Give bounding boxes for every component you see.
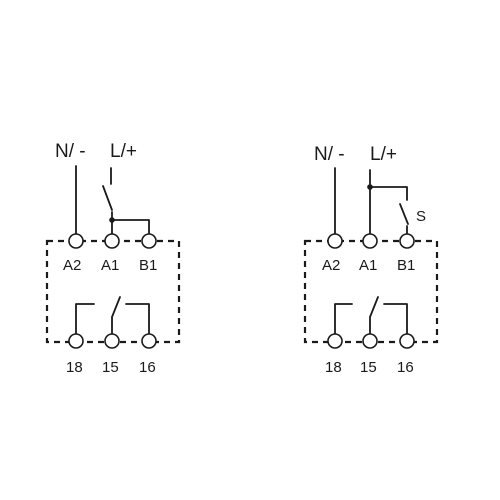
terminal-15-left <box>104 333 120 349</box>
control-switch-left <box>102 185 113 211</box>
terminal-a2-left <box>68 233 84 249</box>
supply-neutral-label-left: N/ - <box>55 141 86 162</box>
terminal-label-a2-right: A2 <box>322 257 340 274</box>
terminal-label-18-left: 18 <box>66 359 83 376</box>
terminal-label-15-right: 15 <box>360 359 377 376</box>
contact-nc-left <box>75 303 95 335</box>
terminal-18-left <box>68 333 84 349</box>
terminal-b1-right <box>399 233 415 249</box>
switch-s-label: S <box>416 208 426 225</box>
supply-line-label-left: L/+ <box>110 141 137 162</box>
terminal-b1-left <box>141 233 157 249</box>
terminal-label-a1-left: A1 <box>101 257 119 274</box>
terminal-a1-right <box>362 233 378 249</box>
terminal-16-right <box>399 333 415 349</box>
switch-s <box>399 203 409 225</box>
contact-common-left <box>111 296 121 335</box>
terminal-label-16-left: 16 <box>139 359 156 376</box>
terminal-16-left <box>141 333 157 349</box>
terminal-a2-right <box>327 233 343 249</box>
diagram-left: N/ - L/+ A2 A1 B1 18 15 16 <box>45 141 181 376</box>
terminal-label-18-right: 18 <box>325 359 342 376</box>
terminal-label-15-left: 15 <box>102 359 119 376</box>
terminal-18-right <box>327 333 343 349</box>
supply-line-label-right: L/+ <box>370 144 397 165</box>
supply-neutral-label-right: N/ - <box>314 144 345 165</box>
switch-feed-wire-right <box>369 186 408 201</box>
contact-nc-right <box>334 303 353 335</box>
contact-common-right <box>369 296 379 335</box>
junction-dot-left <box>109 217 115 223</box>
terminal-label-b1-left: B1 <box>139 257 157 274</box>
terminal-label-b1-right: B1 <box>397 257 415 274</box>
terminal-label-16-right: 16 <box>397 359 414 376</box>
terminal-label-a2-left: A2 <box>63 257 81 274</box>
contact-no-left <box>125 303 150 335</box>
contact-no-right <box>383 303 408 335</box>
b1-bridge-wire-left <box>111 219 150 235</box>
terminal-label-a1-right: A1 <box>359 257 377 274</box>
diagram-right: N/ - L/+ S A2 A1 B1 18 15 16 <box>303 144 439 376</box>
terminal-a1-left <box>104 233 120 249</box>
terminal-15-right <box>362 333 378 349</box>
